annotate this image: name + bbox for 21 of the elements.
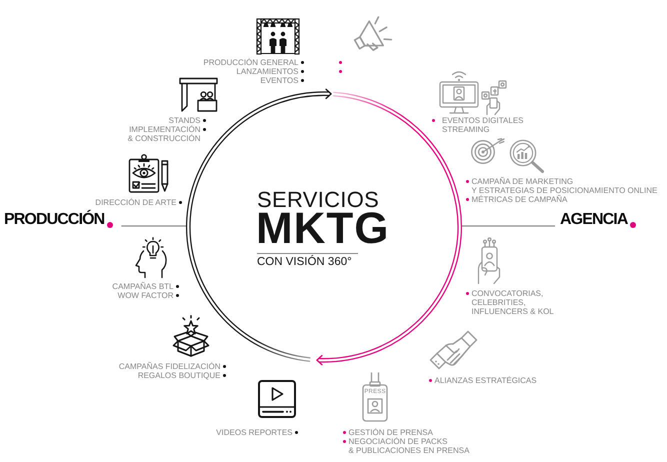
service-label: CAMPAÑAS BTL [112,282,174,290]
service-label: EVENTOS [260,76,298,86]
service-label: VIDEOS REPORTES [216,428,292,438]
service-label: CAMPAÑA DE MARKETING Y ESTRATEGIAS DE POSICIONAMIENTO ONLINE [472,177,658,196]
service-label: LANZAMIENTOS [236,67,298,76]
service-label: IMPLEMENTACIÓN & CONSTRUCCIÓN [128,125,200,144]
service-label: NEGOCIACIÓN DE PACKS & PUBLICACIONES EN PRENSA [348,437,470,456]
service-label: CONVOCATORIAS, CELEBRITIES, INFLUENCERS & KOL [472,288,554,316]
service-label: EVENTOS DIGITALES STREAMING [442,116,524,134]
service-label: GESTIÓN DE PRENSA [348,428,433,438]
service-label: REGALOS BOUTIQUE [138,370,220,380]
service-label: ALIANZAS ESTRATÉGICAS [434,376,537,384]
service-label: DIRECCIÓN DE ARTE [95,198,176,208]
service-label: CAMPAÑAS FIDELIZACIÓN [118,362,220,370]
service-label: PRODUCCIÓN GENERAL [203,58,298,68]
service-label: WOW FACTOR [118,290,174,300]
section-heading: PRODUCCIÓN [4,212,104,228]
service-label: STANDS [168,116,200,126]
hub-subtitle: CON VISIÓN 360° [257,257,352,268]
service-label: MÉTRICAS DE CAMPAÑA [472,195,568,204]
section-heading: AGENCIA [560,212,628,228]
